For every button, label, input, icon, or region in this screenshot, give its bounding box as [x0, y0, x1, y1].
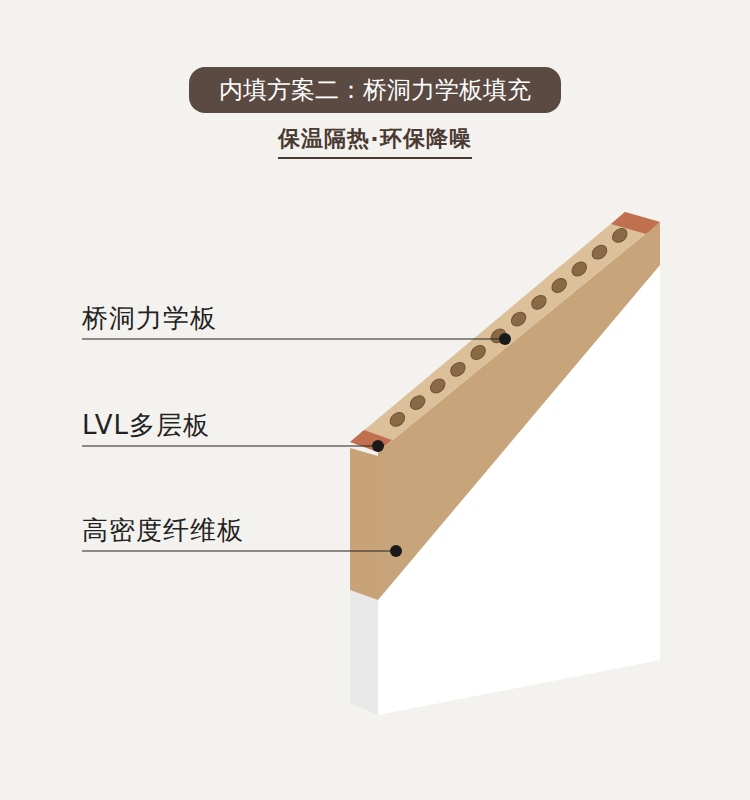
leader-lines — [82, 339, 505, 551]
bridge-holes — [387, 226, 629, 429]
leader-line — [82, 338, 505, 339]
side-core-face — [350, 448, 378, 600]
subtitle: 保温隔热·环保降噪 — [278, 124, 471, 159]
title-banner: 内填方案二：桥洞力学板填充 — [189, 67, 561, 113]
hole — [529, 293, 549, 312]
leader-dot — [499, 333, 511, 345]
leader-line — [82, 550, 396, 551]
leader-dot — [390, 545, 402, 557]
hole — [428, 376, 448, 395]
hole — [590, 242, 610, 261]
hole — [468, 343, 488, 362]
hole — [549, 276, 569, 295]
part-label: 桥洞力学板 — [82, 302, 217, 334]
lvl-end-left — [350, 430, 392, 452]
core-top-face — [350, 212, 660, 452]
hole — [448, 360, 468, 379]
leader-dot — [372, 440, 384, 452]
leader-dots — [372, 333, 511, 557]
hole — [387, 410, 407, 429]
hole — [509, 309, 529, 328]
hole — [569, 259, 589, 278]
leader-line — [82, 445, 378, 446]
hole — [408, 393, 428, 412]
part-label: 高密度纤维板 — [82, 514, 244, 546]
hole — [610, 226, 630, 245]
part-label: LVL多层板 — [82, 409, 210, 441]
side-white-face — [350, 590, 378, 715]
